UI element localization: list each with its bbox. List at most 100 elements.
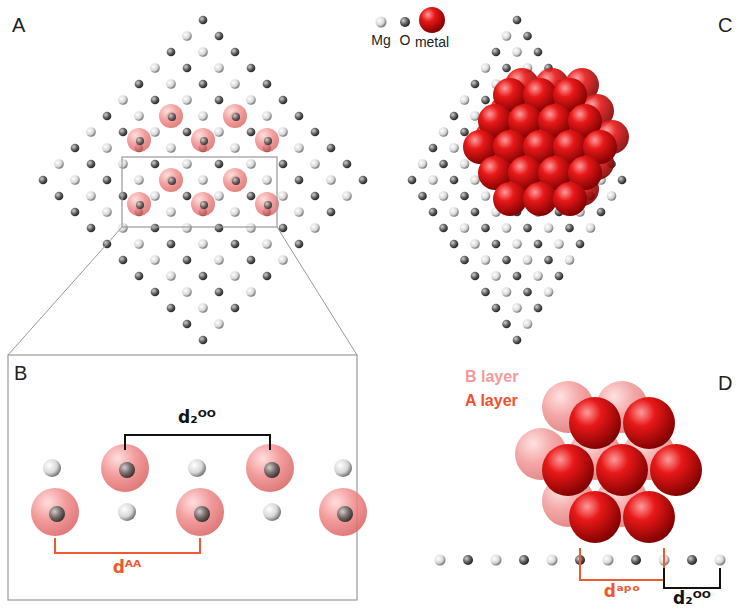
atom <box>246 95 256 105</box>
o-sphere <box>400 17 410 27</box>
layer-label: A layer <box>465 392 518 410</box>
atom <box>342 191 352 201</box>
atom <box>86 127 96 137</box>
metal-atom <box>569 397 621 449</box>
dimension-bracket <box>55 538 200 553</box>
atom <box>263 272 272 281</box>
atom <box>151 160 160 169</box>
atom <box>450 112 459 121</box>
atom <box>264 137 272 145</box>
atom <box>119 256 128 265</box>
atom <box>198 111 208 121</box>
atom <box>343 160 352 169</box>
atom <box>118 95 128 105</box>
metal-atom <box>569 491 621 543</box>
atom <box>230 271 240 281</box>
atom <box>119 192 128 201</box>
atom <box>603 555 614 566</box>
atom <box>199 336 208 345</box>
atom <box>214 63 224 73</box>
atom <box>502 287 512 297</box>
atom <box>136 201 144 209</box>
atom <box>246 287 256 297</box>
atom <box>134 239 144 249</box>
atom <box>295 176 304 185</box>
atom <box>481 255 491 265</box>
atom <box>565 255 575 265</box>
atom <box>182 223 192 233</box>
atom <box>502 320 511 329</box>
atom <box>263 80 272 89</box>
atom <box>279 160 288 169</box>
atom <box>247 192 256 201</box>
atom <box>87 160 96 169</box>
atom <box>264 201 272 209</box>
atom <box>512 47 522 57</box>
panel-letter: D <box>718 372 732 395</box>
atom <box>262 111 272 121</box>
atom <box>311 128 320 137</box>
atom <box>429 144 438 153</box>
atom <box>183 192 192 201</box>
atom <box>200 201 208 209</box>
atom <box>232 113 240 121</box>
layer-label: B layer <box>465 368 518 386</box>
metal-atom <box>191 128 215 152</box>
atom <box>597 208 606 217</box>
atom <box>523 288 532 297</box>
atom <box>214 255 224 265</box>
atom <box>450 176 459 185</box>
atom <box>135 80 144 89</box>
zoom-line <box>277 227 357 355</box>
atom <box>199 272 208 281</box>
atom <box>295 240 304 249</box>
atom <box>523 319 533 329</box>
metal-atom <box>223 104 247 128</box>
atom <box>118 223 128 233</box>
atom <box>471 272 480 281</box>
atom <box>687 555 697 565</box>
atom <box>334 459 352 477</box>
atom <box>418 159 428 169</box>
atom <box>151 224 160 233</box>
atom <box>150 191 160 201</box>
atom <box>166 207 176 217</box>
atom <box>470 175 480 185</box>
atom <box>471 80 480 89</box>
metal-atom <box>650 444 702 496</box>
atom <box>544 223 554 233</box>
atom <box>327 208 336 217</box>
atom <box>182 287 192 297</box>
atom <box>523 224 532 233</box>
atom <box>214 191 224 201</box>
atom <box>198 47 208 57</box>
atom <box>183 256 192 265</box>
atom <box>214 319 224 329</box>
atom <box>502 31 512 41</box>
metal-atom <box>223 168 247 192</box>
atom <box>263 503 281 521</box>
atom <box>54 159 64 169</box>
atom <box>86 191 96 201</box>
atom <box>439 191 449 201</box>
atom <box>43 459 61 477</box>
metal-atom <box>159 168 183 192</box>
atom <box>463 555 473 565</box>
atom <box>470 239 480 249</box>
atom <box>481 224 490 233</box>
atom <box>492 48 501 57</box>
atom <box>435 555 446 566</box>
atom <box>134 111 144 121</box>
atom <box>607 191 617 201</box>
legend-label: Mg <box>371 32 390 48</box>
atom <box>134 175 144 185</box>
atom <box>166 143 176 153</box>
atom <box>278 127 288 137</box>
atom <box>182 159 192 169</box>
atom <box>547 555 558 566</box>
atom <box>198 239 208 249</box>
legend-spheres <box>376 7 446 33</box>
atom <box>49 506 65 522</box>
atom <box>39 176 48 185</box>
atom <box>278 191 288 201</box>
